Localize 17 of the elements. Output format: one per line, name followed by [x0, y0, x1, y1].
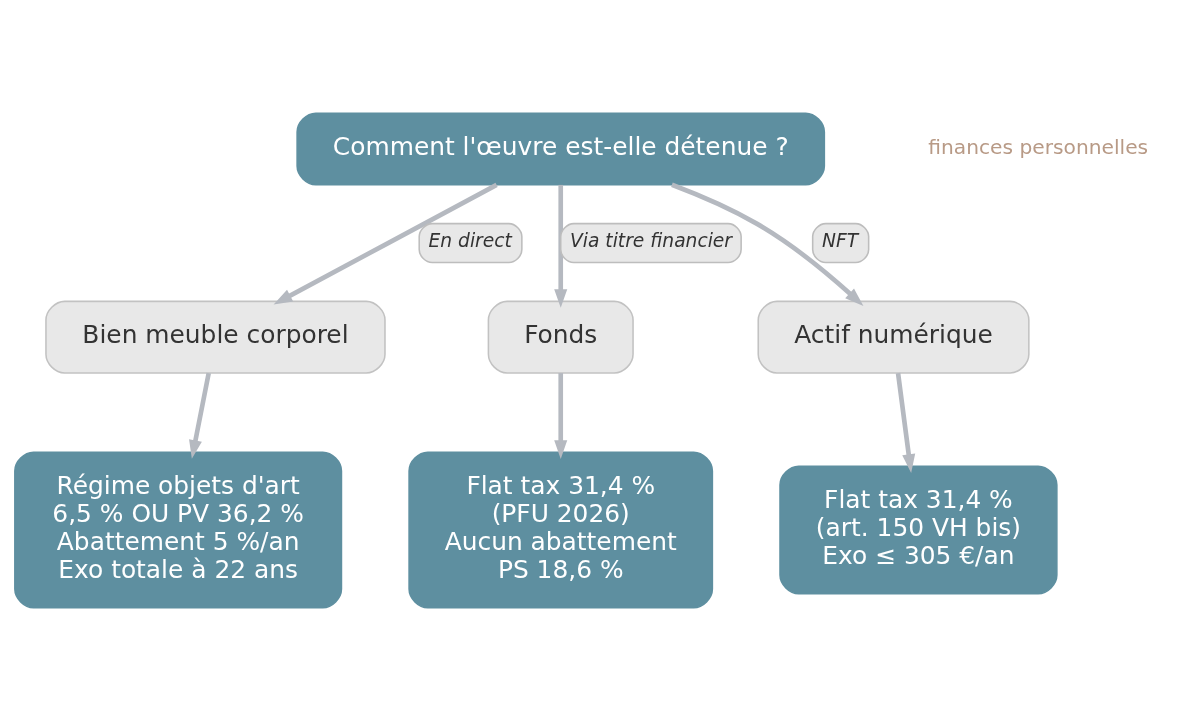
- arrow: [554, 373, 568, 459]
- node-box: Régime objets d'art 6,5 % OU PV 36,2 % Abattement 5 %/an Exo totale à 22 ans: [14, 451, 343, 609]
- node-box: Fonds: [487, 300, 634, 374]
- node-box: Actif numérique: [757, 300, 1030, 374]
- node-box: Bien meuble corporel: [45, 300, 386, 374]
- arrow: [671, 182, 864, 306]
- arrow: [189, 372, 211, 459]
- edge-label: Via titre financier: [570, 230, 732, 252]
- arrow: [273, 182, 498, 305]
- node-box: Comment l'œuvre est-elle détenue ?: [296, 112, 826, 186]
- arrow: [554, 184, 568, 308]
- node-box: Flat tax 31,4 % (art. 150 VH bis) Exo ≤ 305 €/an: [779, 465, 1058, 595]
- label: finances personnelles: [928, 135, 1149, 160]
- node-box: Flat tax 31,4 % (PFU 2026) Aucun abattement PS 18,6 %: [408, 451, 714, 609]
- edge-label: En direct: [428, 230, 512, 252]
- edge-label: NFT: [822, 230, 859, 252]
- arrow: [895, 372, 916, 473]
